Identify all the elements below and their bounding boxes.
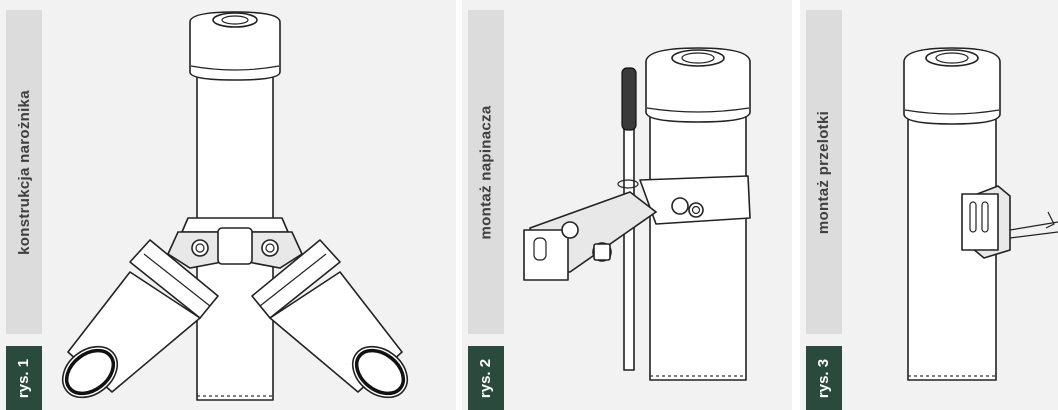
figure-label-box-2: rys. 2 [468, 346, 504, 410]
tensioner-illustration [523, 47, 751, 381]
panel-corner-construction: konstrukcja narożnika rys. 1 [0, 0, 456, 410]
figure-label-box-3: rys. 3 [806, 346, 842, 410]
panel-tensioner-mounting: montaż napinacza rys. 2 [462, 0, 792, 410]
corner-post-illustration [61, 11, 409, 401]
left-rail-pipe [61, 239, 219, 399]
figure-label-2: rys. 2 [477, 358, 495, 398]
figure-label-3: rys. 3 [815, 358, 833, 398]
caption-tensioner-mounting: montaż napinacza [477, 105, 495, 239]
caption-grommet-mounting: montaż przelotki [815, 110, 833, 234]
caption-box-3: montaż przelotki [806, 10, 842, 334]
right-rail-pipe [251, 239, 409, 399]
figure-label-1: rys. 1 [15, 358, 33, 398]
caption-box-1: konstrukcja narożnika [6, 10, 42, 334]
grommet-illustration [903, 47, 1058, 381]
figure-label-box-1: rys. 1 [6, 346, 42, 410]
caption-corner-construction: konstrukcja narożnika [15, 89, 33, 255]
panel-grommet-mounting: montaż przelotki rys. 3 [800, 0, 1058, 410]
caption-box-2: montaż napinacza [468, 10, 504, 334]
